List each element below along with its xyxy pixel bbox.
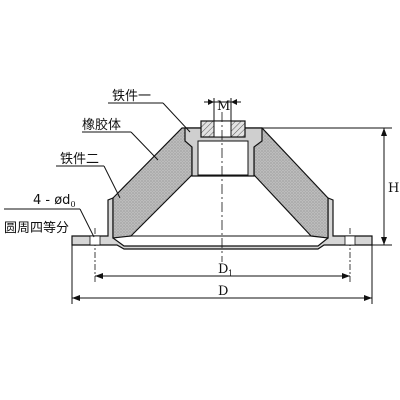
label-part-two: 铁件二 [60, 152, 99, 167]
leader-rubber-diag [130, 131, 159, 161]
d-arrow-left [72, 295, 80, 301]
leader-part-two-diag [103, 165, 121, 199]
thread-dim-arrow-right [231, 99, 237, 105]
thread-dim-label: M [217, 99, 230, 114]
thread-bore [213, 120, 232, 138]
d-label: D [218, 284, 228, 299]
height-arrow-top [381, 128, 387, 136]
label-holes-note: 圆周四等分 [4, 220, 69, 236]
hole-right [344, 235, 356, 246]
height-label: H [388, 181, 399, 196]
d1-arrow-left [95, 273, 103, 279]
d1-arrow-right [342, 273, 350, 279]
label-part-one: 铁件一 [112, 89, 151, 104]
label-rubber-body: 橡胶体 [82, 117, 121, 133]
d-arrow-right [364, 295, 372, 301]
hole-left [89, 235, 101, 246]
d1-label-sub: 1 [228, 269, 233, 278]
leader-holes-diag [79, 208, 95, 238]
insert-pocket [197, 140, 249, 176]
d1-label: D [218, 262, 228, 277]
thread-dim-arrow-left [208, 99, 214, 105]
label-holes-sub: 0 [70, 200, 75, 209]
height-arrow-bottom [381, 237, 387, 245]
leader-part-one-diag [162, 102, 191, 133]
label-holes: 4 - ød0 [33, 193, 76, 209]
